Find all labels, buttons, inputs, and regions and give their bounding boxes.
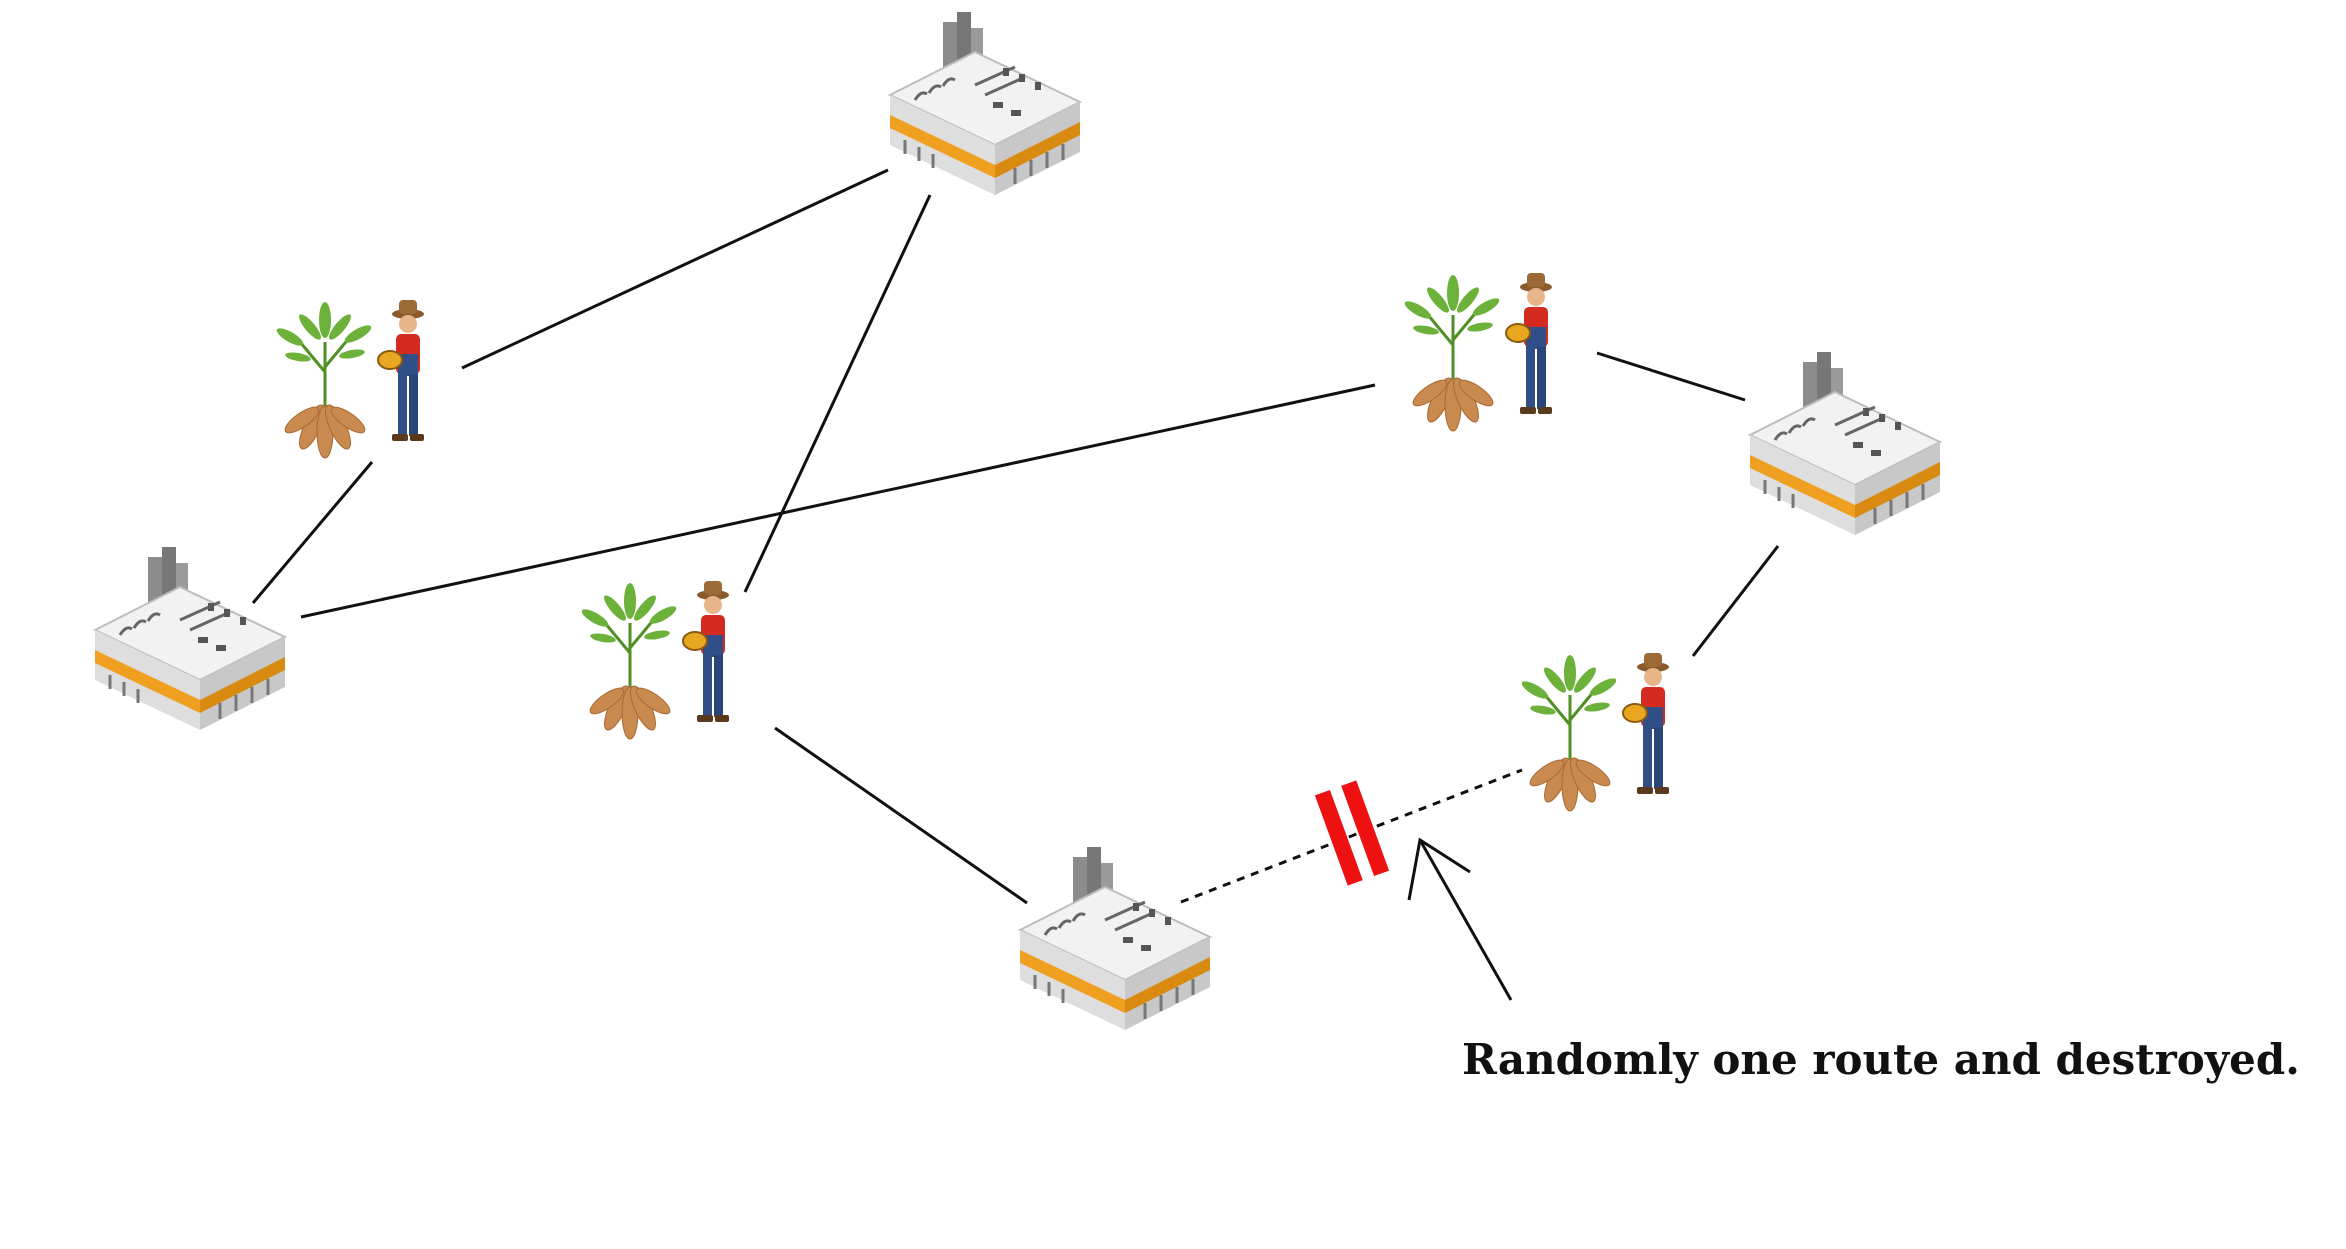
annotation-arrow xyxy=(1407,837,1513,1001)
route-farmer-center-to-factory-bottom xyxy=(774,726,1028,905)
route-farmer-bottomright-to-factory-right xyxy=(1691,545,1780,657)
routes xyxy=(251,168,1780,905)
route-farmer-left-to-factory-top xyxy=(461,168,889,370)
factory-left-icon xyxy=(93,545,287,732)
route-break-mark xyxy=(1314,780,1390,886)
farmer-bottomright-icon xyxy=(1518,651,1671,813)
route-farmer-topright-to-factory-left xyxy=(300,383,1376,619)
route-farmer-left-to-factory-left xyxy=(251,461,374,604)
route-farmer-center-to-factory-top xyxy=(743,194,932,593)
destroyed-route-annotation: Randomly one route and destroyed. xyxy=(1462,1035,2300,1084)
farmer-topright-icon xyxy=(1401,271,1554,433)
factory-top-icon xyxy=(888,10,1082,197)
factory-bottom-icon xyxy=(1018,845,1212,1032)
farmer-left-icon xyxy=(273,298,426,460)
factory-right-icon xyxy=(1748,350,1942,537)
route-destroyed-factory-bottom-to-farmer-bottomright xyxy=(1180,768,1523,904)
farmer-center-icon xyxy=(578,579,731,741)
route-farmer-topright-to-factory-right xyxy=(1596,351,1746,402)
